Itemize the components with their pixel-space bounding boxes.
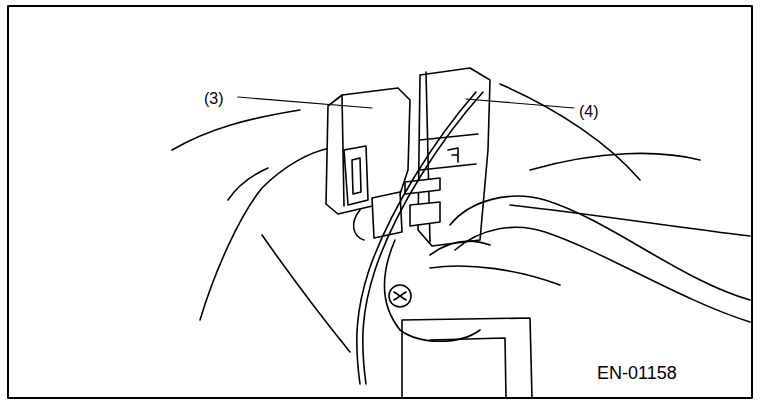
surface-line (228, 168, 268, 200)
surface-line (530, 153, 700, 170)
surface-line (172, 110, 300, 150)
surface-line (200, 148, 330, 320)
connector-plug (372, 192, 402, 238)
connector-latch (344, 146, 368, 205)
thin-wire (363, 92, 483, 384)
hose (384, 240, 480, 341)
connector-boot (354, 210, 364, 240)
figure-frame (8, 6, 752, 398)
connector-lock (410, 202, 440, 226)
wire-harness (430, 241, 490, 255)
wire-harness (450, 196, 750, 300)
figure-code: EN-01158 (596, 364, 678, 382)
connector-mark (448, 148, 458, 162)
hose (430, 266, 560, 285)
wire-harness (455, 227, 750, 322)
surface-line (262, 235, 350, 352)
surface-line (500, 84, 640, 180)
leader-line (466, 99, 574, 108)
mount-block (430, 338, 506, 398)
connector-lock (405, 178, 440, 194)
surface-line (510, 205, 750, 236)
bolt (389, 285, 411, 307)
bolt (394, 292, 406, 300)
connector-latch (352, 158, 361, 194)
leader-line (238, 97, 372, 108)
callout-number: (3) (203, 91, 225, 107)
mount-block (402, 318, 532, 398)
callout-number: (4) (578, 104, 600, 120)
